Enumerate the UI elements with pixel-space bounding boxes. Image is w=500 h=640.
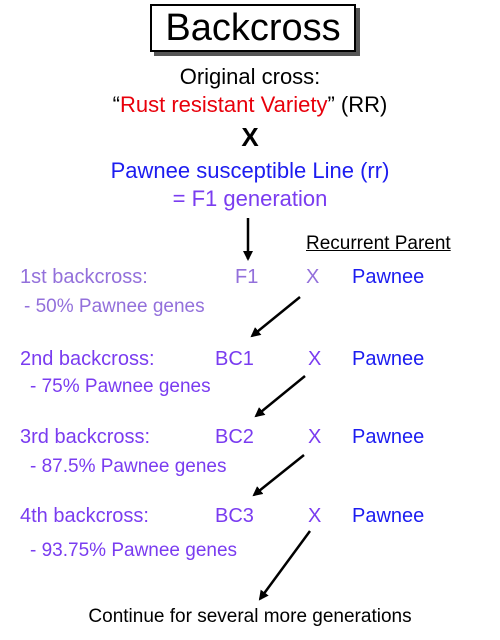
backcross-4-label: 4th backcross: [20,505,149,527]
susceptible-line: Pawnee susceptible Line (rr) [110,158,390,183]
backcross-1-parent: F1 [235,266,259,288]
recurrent-parent-header: Recurrent Parent [306,233,451,254]
arrow-to-bc1 [250,296,301,338]
arrow-to-continue [258,530,312,601]
backcross-1-label: 1st backcross: [20,266,148,288]
backcross-3-cross: X [308,426,322,448]
backcross-2-label: 2nd backcross: [20,348,155,370]
variety-name: Rust resistant Variety [120,92,328,117]
original-variety: “Rust resistant Variety” (RR) [0,92,500,118]
backcross-4-cross: X [308,505,322,527]
backcross-3-parent: BC2 [215,426,254,448]
original-cross-label: Original cross: [179,64,321,89]
arrow-to-bc2 [254,375,306,418]
closing-text: Continue for several more generations [88,606,412,627]
backcross-4-genes: - 93.75% Pawnee genes [30,540,238,561]
f1-generation: = F1 generation [172,186,328,211]
backcross-3-label: 3rd backcross: [20,426,151,448]
backcross-2-recurrent: Pawnee [352,348,425,370]
variety-genotype: ” (RR) [327,92,388,117]
backcross-2-cross: X [308,348,322,370]
arrow-to-bc3 [252,454,305,497]
backcross-2-parent: BC1 [215,348,254,370]
backcross-4-parent: BC3 [215,505,254,527]
backcross-4-recurrent: Pawnee [352,505,425,527]
backcross-1-genes: - 50% Pawnee genes [24,296,205,317]
backcross-3-recurrent: Pawnee [352,426,425,448]
cross-symbol: X [241,122,259,152]
page-title: Backcross [150,4,356,52]
backcross-2-genes: - 75% Pawnee genes [30,376,211,397]
open-quote: “ [112,92,120,117]
backcross-1-cross: X [306,266,320,288]
backcross-1-recurrent: Pawnee [352,266,425,288]
backcross-3-genes: - 87.5% Pawnee genes [30,456,227,477]
